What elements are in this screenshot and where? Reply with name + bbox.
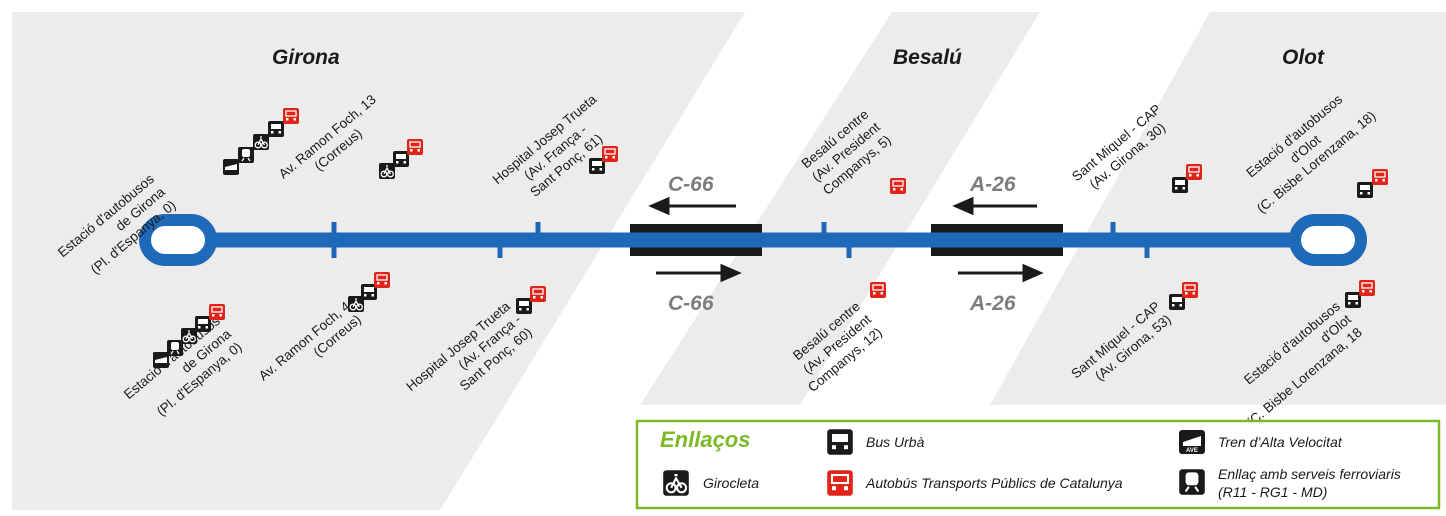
arrow-right-c66-head — [720, 263, 742, 283]
intercity-bus-icon — [282, 107, 300, 125]
direction-arrows — [648, 196, 1044, 283]
intercity-bus-icon — [1185, 163, 1203, 181]
road-label-a26-top: A-26 — [969, 173, 1016, 196]
legend-rail-2: (R11 - RG1 - MD) — [1218, 484, 1327, 500]
road-label-c66-bottom: C-66 — [668, 292, 714, 315]
bike-icon — [252, 133, 270, 151]
ave-legend-train — [1183, 436, 1201, 446]
town-besalu: Besalú — [893, 46, 962, 69]
icons-besalu-5 — [889, 177, 907, 195]
rail-icon — [166, 339, 184, 357]
legend-box — [635, 419, 1441, 510]
bus-icon — [1357, 182, 1373, 198]
arrow-right-a26-head — [1022, 263, 1044, 283]
bus-icon — [393, 151, 409, 167]
icons-besalu-12 — [869, 281, 887, 299]
intercity-bus-icon — [869, 281, 887, 299]
rail-legend-icon — [1178, 468, 1206, 496]
ave-train-icon — [223, 159, 239, 175]
intercity-bus-icon — [406, 138, 424, 156]
legend-title: Enllaços — [660, 427, 750, 452]
intercity-bus-icon — [889, 177, 907, 195]
intercity-bus-icon — [529, 285, 547, 303]
stop-ticks — [331, 222, 1150, 258]
road-label-a26-bottom: A-26 — [969, 292, 1016, 315]
town-olot: Olot — [1282, 46, 1325, 69]
band-girona — [12, 12, 745, 510]
bus-icon — [1172, 177, 1188, 193]
intercity-bus-icon — [1371, 168, 1389, 186]
band-shape — [12, 12, 745, 405]
legend-ave: Tren d’Alta Velocitat — [1218, 434, 1343, 450]
intercity-bus-icon — [1181, 281, 1199, 299]
terminus-olot — [1289, 214, 1367, 266]
rail-icon — [237, 146, 255, 164]
bus-icon — [1345, 292, 1361, 308]
arrow-left-a26-head — [952, 196, 974, 216]
girocleta-legend-icon — [662, 469, 690, 497]
legend: Enllaços Girocleta Bus Urbà Autobús Tran… — [635, 419, 1441, 510]
autobus-legend-icon — [826, 469, 854, 497]
legend-bus-urba: Bus Urbà — [866, 434, 925, 450]
intercity-bus-icon — [373, 271, 391, 289]
band-shape-lower — [12, 405, 505, 510]
legend-autobus: Autobús Transports Públics de Catalunya — [865, 475, 1123, 491]
bike-icon — [378, 162, 396, 180]
intercity-bus-icon — [208, 303, 226, 321]
bus-icon — [268, 121, 284, 137]
terminus-girona — [139, 214, 217, 266]
bus-icon — [516, 298, 532, 314]
intercity-bus-icon — [1358, 279, 1376, 297]
ave-legend-icon: AVE — [1179, 430, 1205, 454]
band-olot — [990, 12, 1446, 405]
town-girona: Girona — [272, 46, 340, 69]
legend-rail-1: Enllaç amb serveis ferroviaris — [1218, 466, 1401, 482]
band-besalu — [640, 12, 1040, 405]
intercity-bus-icon — [601, 145, 619, 163]
bike-icon — [180, 327, 198, 345]
ave-legend-badge-text: AVE — [1186, 448, 1198, 454]
legend-girocleta: Girocleta — [703, 475, 759, 491]
bus-urba-legend-icon — [827, 429, 853, 455]
bus-icon — [195, 316, 211, 332]
ave-train-icon — [153, 352, 169, 368]
arrow-left-c66-head — [648, 196, 670, 216]
road-label-c66-top: C-66 — [668, 173, 714, 196]
